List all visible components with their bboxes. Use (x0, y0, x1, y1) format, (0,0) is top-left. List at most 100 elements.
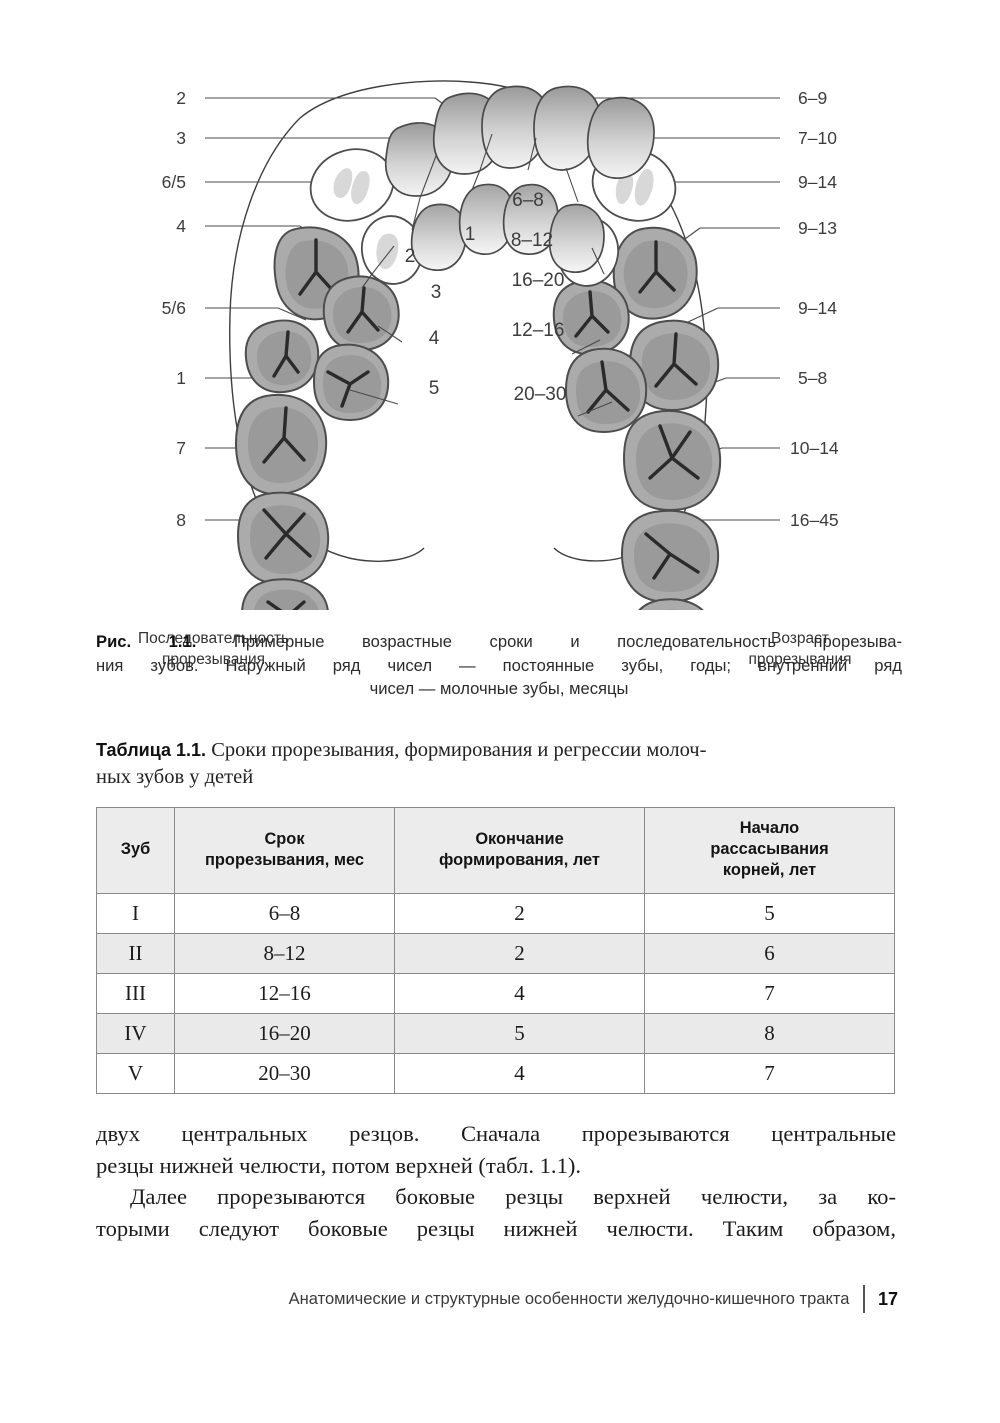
cell-tooth: V (96, 1053, 175, 1094)
body-text: двух центральных резцов. Сначала прорезы… (96, 1118, 896, 1245)
paragraph-2: Далее прорезываются боковые резцы верхне… (96, 1181, 896, 1244)
tooth-eruption-table: Зуб Срок прорезывания, мес Окончание фор… (96, 807, 895, 1094)
figure-caption-line-2: ния зубов. Наружный ряд чисел — постоянн… (96, 655, 902, 675)
cell-formation: 4 (394, 1053, 645, 1094)
left-label-2: 6/5 (162, 172, 186, 192)
table-header-eruption: Срок прорезывания, мес (174, 807, 395, 894)
table-caption-label: Таблица 1.1. (96, 740, 207, 760)
inner-left-label-3: 4 (429, 328, 440, 349)
tooth-right-16-45 (638, 598, 704, 610)
table-caption-line-1: Таблица 1.1. Сроки прорезывания, формиро… (96, 737, 896, 764)
page-number: 17 (878, 1288, 899, 1309)
tooth-inner-right-a (502, 183, 559, 255)
table-header-formation: Окончание формирования, лет (394, 807, 645, 894)
table-row: V 20–30 4 7 (96, 1053, 895, 1094)
paragraph-2-line-2: торыми следуют боковые резцы нижней челю… (96, 1216, 896, 1242)
figure-caption-text-1: Примерные возрастные сроки и последовате… (196, 632, 903, 651)
paragraph-2-line-1: Далее прорезываются боковые резцы верхне… (130, 1184, 896, 1210)
left-label-0: 2 (176, 88, 186, 108)
figure-caption-line-1: Рис. 1.1. Примерные возрастные сроки и п… (96, 630, 902, 654)
outer-right-labels: 6–9 7–10 9–14 9–13 9–14 5–8 10–14 16–45 (790, 88, 839, 530)
page-footer: Анатомические и структурные особенности … (96, 1282, 902, 1316)
tooth-left-8 (241, 578, 329, 610)
left-label-7: 8 (176, 510, 186, 530)
table-row: I 6–8 2 5 (96, 893, 895, 934)
cell-eruption: 16–20 (174, 1013, 395, 1054)
table-row: III 12–16 4 7 (96, 973, 895, 1014)
tooth-left-inner-b (312, 343, 390, 422)
tooth-right-9-14 (628, 319, 720, 412)
footer-divider (863, 1285, 865, 1313)
right-label-3: 9–13 (798, 218, 837, 238)
tooth-right-inner-a (552, 279, 630, 356)
table-header-resorption: Начало рассасывания корней, лет (644, 807, 895, 894)
right-label-2: 9–14 (798, 172, 837, 192)
cell-eruption: 12–16 (174, 973, 395, 1014)
paragraph-1-line-2: резцы нижней челюсти, потом верхней (таб… (96, 1152, 582, 1178)
permanent-teeth-left (234, 226, 400, 610)
figure-caption-line-3: чисел — молочные зубы, месяцы (369, 679, 629, 698)
outer-left-labels: 2 3 6/5 4 5/6 1 7 8 (162, 88, 187, 530)
inner-right-label-0: 6–8 (512, 190, 544, 211)
figure-caption-block: Рис. 1.1. Примерные возрастные сроки и п… (96, 630, 902, 701)
permanent-teeth-right (552, 226, 722, 610)
inner-left-label-2: 3 (431, 282, 442, 303)
tooth-lateral-incisor-right (586, 96, 655, 179)
tooth-inner-right-b (548, 203, 605, 273)
tooth-left-5-6 (244, 319, 320, 394)
tooth-left-1 (234, 393, 328, 496)
cell-tooth: I (96, 893, 175, 934)
table-caption-line-2: ных зубов у детей (96, 766, 254, 788)
tooth-right-10-14 (620, 509, 720, 604)
dental-arch-diagram: 2 3 6/5 4 5/6 1 7 8 6–9 7–10 9–14 9–13 9… (162, 80, 839, 610)
right-label-7: 16–45 (790, 510, 839, 530)
figure-caption-left: Последовательность прорезывания (137, 630, 290, 668)
figure-caption-label: Рис. 1.1. (96, 632, 197, 651)
cell-eruption: 6–8 (174, 893, 395, 934)
tooth-right-inner-b (564, 347, 648, 434)
right-label-1: 7–10 (798, 128, 837, 148)
cell-formation: 2 (394, 933, 645, 974)
cell-tooth: II (96, 933, 175, 974)
tooth-right-5-8 (622, 409, 722, 512)
cell-resorption: 7 (644, 973, 895, 1014)
inner-left-label-4: 5 (429, 378, 440, 399)
table-body: I 6–8 2 5 II 8–12 2 6 III 12–16 4 7 IV 1… (96, 893, 895, 1094)
inner-right-labels: 6–8 8–12 16–20 12–16 20–30 (511, 190, 567, 405)
inner-right-label-4: 20–30 (514, 384, 567, 405)
left-label-6: 7 (176, 438, 186, 458)
dental-arch-figure: 2 3 6/5 4 5/6 1 7 8 6–9 7–10 9–14 9–13 9… (0, 60, 1000, 668)
cell-formation: 5 (394, 1013, 645, 1054)
tooth-inner-left-a (458, 183, 515, 255)
inner-right-label-1: 8–12 (511, 230, 553, 251)
right-label-0: 6–9 (798, 88, 827, 108)
paragraph-1: двух центральных резцов. Сначала прорезы… (96, 1118, 896, 1181)
inner-left-label-0: 1 (465, 224, 476, 245)
cell-resorption: 5 (644, 893, 895, 934)
right-label-4: 9–14 (798, 298, 837, 318)
tooth-central-incisor-right (533, 85, 601, 171)
table-header: Зуб Срок прорезывания, мес Окончание фор… (96, 807, 895, 894)
inner-left-label-1: 2 (405, 246, 416, 267)
right-label-6: 10–14 (790, 438, 839, 458)
table-header-tooth: Зуб (96, 807, 175, 894)
table-caption: Таблица 1.1. Сроки прорезывания, формиро… (96, 737, 896, 791)
inner-right-label-3: 12–16 (512, 320, 565, 341)
inner-left-labels: 1 2 3 4 5 (405, 224, 476, 399)
left-label-3: 4 (176, 216, 186, 236)
tooth-inner-left-b (410, 203, 467, 271)
figure-caption-right: Возраст прорезывания (748, 630, 852, 668)
anterior-teeth (384, 85, 655, 273)
cell-resorption: 6 (644, 933, 895, 974)
cell-resorption: 8 (644, 1013, 895, 1054)
cell-tooth: IV (96, 1013, 175, 1054)
left-label-5: 1 (176, 368, 186, 388)
table-caption-text-1: Сроки прорезывания, формирования и регре… (206, 739, 707, 761)
cell-formation: 4 (394, 973, 645, 1014)
tooth-left-inner-a (322, 275, 400, 352)
cell-formation: 2 (394, 893, 645, 934)
table-row: II 8–12 2 6 (96, 933, 895, 974)
cell-tooth: III (96, 973, 175, 1014)
inner-right-label-2: 16–20 (512, 270, 565, 291)
